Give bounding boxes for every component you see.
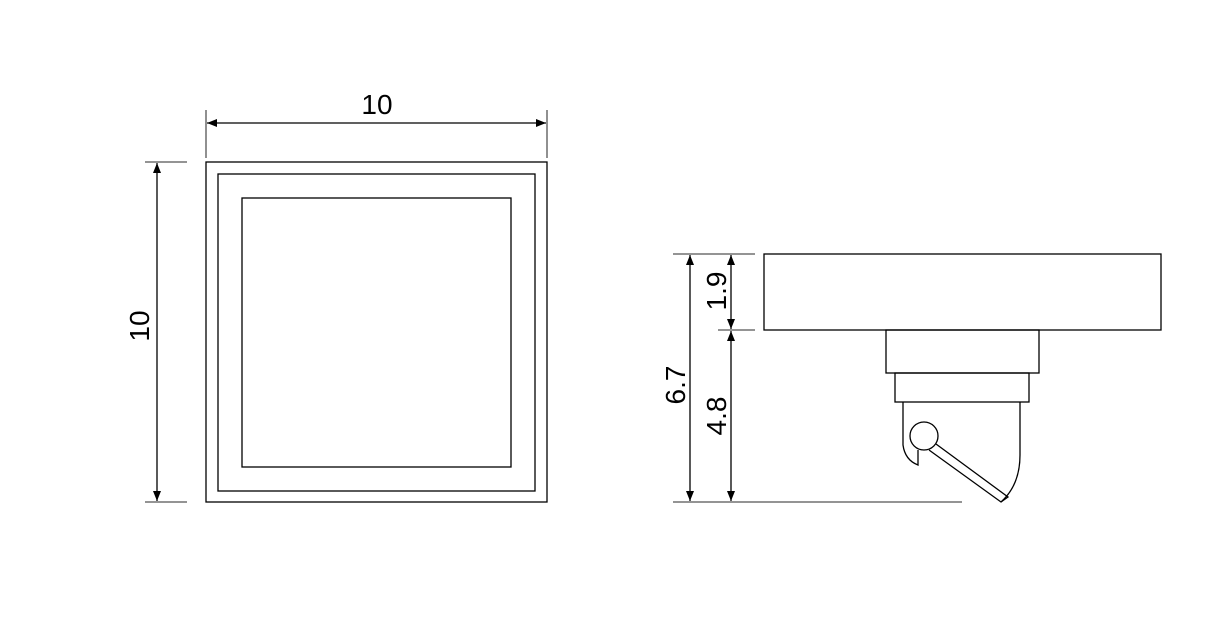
- height-dimension: 10: [124, 161, 187, 503]
- outer-frame: [205, 161, 548, 503]
- body-height-label: 4.8: [701, 397, 732, 436]
- cap: [763, 253, 1162, 331]
- hook: [902, 402, 919, 466]
- width-dimension: 10: [205, 89, 548, 158]
- collar: [885, 329, 1040, 374]
- middle-frame: [217, 173, 536, 492]
- neck: [894, 372, 1030, 403]
- pivot-circle: [909, 421, 939, 451]
- body-outline: [1000, 402, 1021, 503]
- dimensions: 6.7 1.9 4.8: [660, 253, 962, 503]
- total-height-label: 6.7: [660, 366, 691, 405]
- height-label: 10: [124, 310, 155, 341]
- lever-arm: [928, 443, 1010, 503]
- inner-face: [241, 197, 512, 468]
- width-label: 10: [361, 89, 392, 120]
- cap-height-label: 1.9: [701, 272, 732, 311]
- side-view: 6.7 1.9 4.8: [660, 253, 1162, 503]
- front-view: 10 10: [124, 89, 548, 503]
